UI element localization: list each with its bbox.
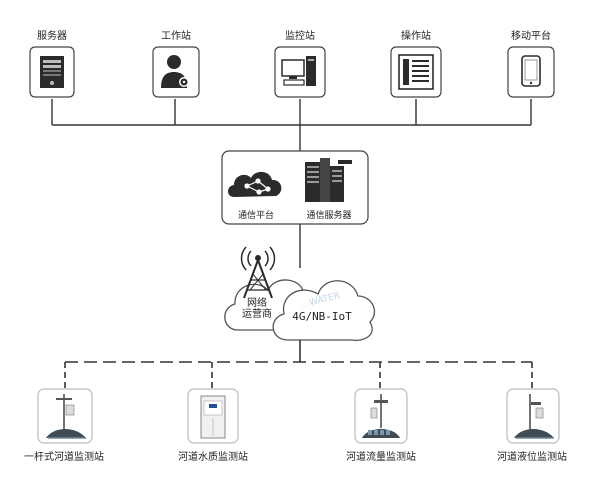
- station-label-pole: 一杆式河道监测站: [24, 452, 104, 463]
- platform-label: 通信平台: [237, 211, 275, 221]
- monitoring-box: [274, 46, 326, 98]
- water-quality-cabinet-icon: [200, 395, 226, 439]
- signal-tower-icon: [240, 246, 276, 299]
- device-label-server: 服务器: [37, 31, 67, 42]
- cloud-network-icon: [228, 171, 282, 197]
- workstation-box: [152, 46, 200, 98]
- workstation-user-icon: [161, 55, 189, 88]
- communication-box: [221, 150, 369, 225]
- carrier-label: 网络 运营商: [242, 298, 272, 320]
- monitoring-computer-icon: [281, 56, 316, 86]
- protocol-cloud: [272, 280, 375, 342]
- server-rack-icon: [305, 158, 352, 202]
- server-box: [29, 46, 75, 98]
- level-station-icon: [514, 394, 554, 439]
- device-label-mobile: 移动平台: [511, 31, 551, 42]
- bottom-bus: [64, 340, 533, 388]
- station-1-box: [37, 388, 93, 444]
- server-icon: [40, 56, 64, 88]
- station-label-water-quality: 河道水质监测站: [178, 452, 248, 463]
- flow-station-icon: [362, 394, 400, 438]
- operation-box: [390, 46, 442, 98]
- operation-panel-icon: [398, 54, 434, 90]
- station-label-level: 河道液位监测站: [497, 452, 567, 463]
- pole-station-icon: [46, 394, 86, 439]
- device-label-workstation: 工作站: [161, 31, 191, 42]
- station-3-box: [354, 388, 408, 444]
- top-bus: [51, 99, 532, 268]
- station-4-box: [506, 388, 560, 444]
- server-label: 通信服务器: [306, 211, 352, 221]
- station-label-flow: 河道流量监测站: [346, 452, 416, 463]
- station-2-box: [187, 388, 239, 444]
- mobile-box: [507, 46, 555, 98]
- device-label-monitoring: 监控站: [285, 31, 315, 42]
- protocol-label: 4G/NB-IoT: [292, 310, 352, 323]
- device-label-operation: 操作站: [401, 31, 431, 42]
- mobile-phone-icon: [521, 55, 541, 87]
